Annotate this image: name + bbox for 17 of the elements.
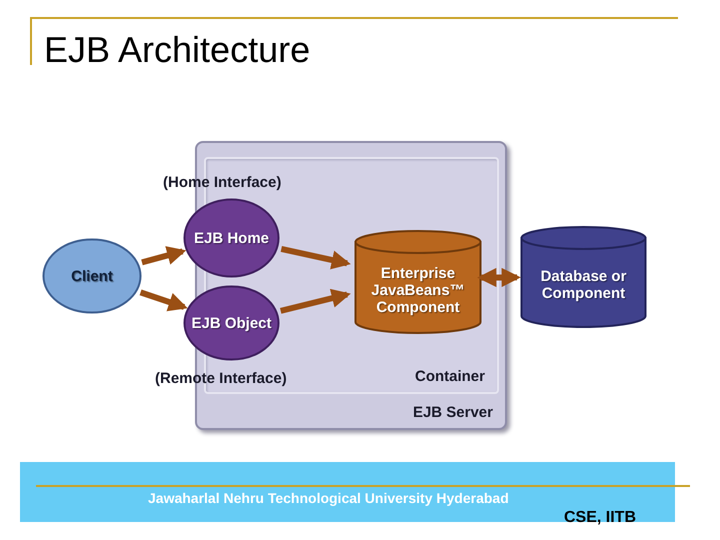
arrow [141, 246, 186, 266]
interface-caption: (Home Interface) [163, 173, 282, 193]
arrow [140, 290, 188, 312]
node-label: Database or Component [540, 268, 628, 302]
interface-caption: (Remote Interface) [155, 369, 287, 389]
node-label: EJB Object [191, 314, 272, 332]
container-label: Container [414, 366, 485, 386]
node-label: EJB Home [194, 230, 270, 246]
node-label: Enterprise JavaBeans™ Component [370, 264, 466, 316]
container-label: EJB Server [412, 402, 493, 422]
footer-text: Jawaharlal Nehru Technological University Hyderabad [148, 489, 509, 508]
arrow [280, 246, 351, 270]
arrow [280, 288, 351, 314]
arrow [477, 268, 521, 288]
node-label: Client [71, 268, 113, 284]
slide-title: EJB Architecture [44, 28, 310, 72]
footer-label: CSE, IITB [564, 508, 636, 528]
